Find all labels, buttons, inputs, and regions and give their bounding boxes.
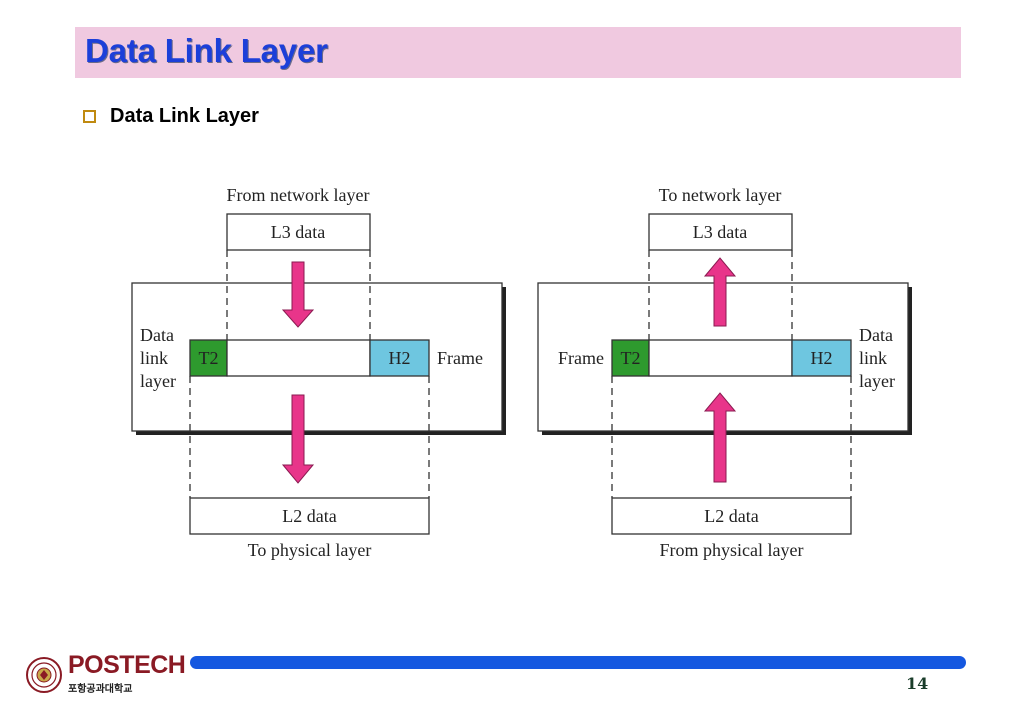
sender-l2-text: L2 data: [282, 506, 336, 526]
university-seal-icon: [26, 657, 62, 693]
page-number: 14: [906, 674, 929, 693]
receiver-diagram: To network layer L3 data T2 H2 Frame Dat…: [537, 185, 912, 560]
receiver-up-arrow-icon: [703, 392, 737, 483]
sender-top-label: From network layer: [227, 185, 370, 205]
logo-subtitle: 포항공과대학교: [68, 684, 133, 695]
bullet-item: Data Link Layer: [83, 103, 259, 129]
square-bullet-icon: [83, 109, 96, 123]
sender-l3-text: L3 data: [271, 222, 325, 242]
sender-down-arrow-icon: [281, 261, 315, 328]
logo-name: POSTECH: [68, 651, 186, 679]
slide-title: Data Link Layer: [85, 32, 328, 69]
sender-down-arrow-icon: [281, 394, 315, 484]
sender-layer-label-line: layer: [140, 371, 176, 391]
receiver-l3-box: [648, 213, 793, 251]
sender-bottom-label: To physical layer: [248, 540, 372, 560]
receiver-trailer-box: [611, 339, 650, 377]
receiver-frame-label: Frame: [558, 348, 604, 368]
receiver-l2-box: [611, 497, 852, 535]
receiver-layer-label-line: layer: [859, 371, 895, 391]
receiver-header-box: [791, 339, 852, 377]
receiver-frame-data-box: [648, 339, 793, 377]
receiver-up-arrow-icon: [703, 257, 737, 327]
title-bar: Data Link Layer: [75, 27, 961, 78]
sender-trailer-text: T2: [199, 348, 219, 368]
sender-l3-box: [226, 213, 371, 251]
footer-bar: [190, 656, 966, 669]
receiver-l3-text: L3 data: [693, 222, 747, 242]
bullet-text: Data Link Layer: [110, 104, 259, 127]
receiver-trailer-text: T2: [621, 348, 641, 368]
sender-l2-box: [189, 497, 430, 535]
sender-layer-label-line: Data: [140, 325, 174, 345]
sender-header-text: H2: [389, 348, 411, 368]
receiver-bottom-label: From physical layer: [660, 540, 804, 560]
sender-frame-label: Frame: [437, 348, 483, 368]
receiver-header-text: H2: [811, 348, 833, 368]
receiver-top-label: To network layer: [659, 185, 782, 205]
sender-frame-data-box: [226, 339, 371, 377]
receiver-layer-label-line: Data: [859, 325, 893, 345]
sender-diagram: From network layer L3 data T2 H2 Frame D…: [131, 185, 506, 560]
receiver-l2-text: L2 data: [704, 506, 758, 526]
sender-header-box: [369, 339, 430, 377]
postech-logo: POSTECH 포항공과대학교: [26, 651, 186, 700]
receiver-layer-label-line: link: [859, 348, 887, 368]
sender-layer-label-line: link: [140, 348, 168, 368]
